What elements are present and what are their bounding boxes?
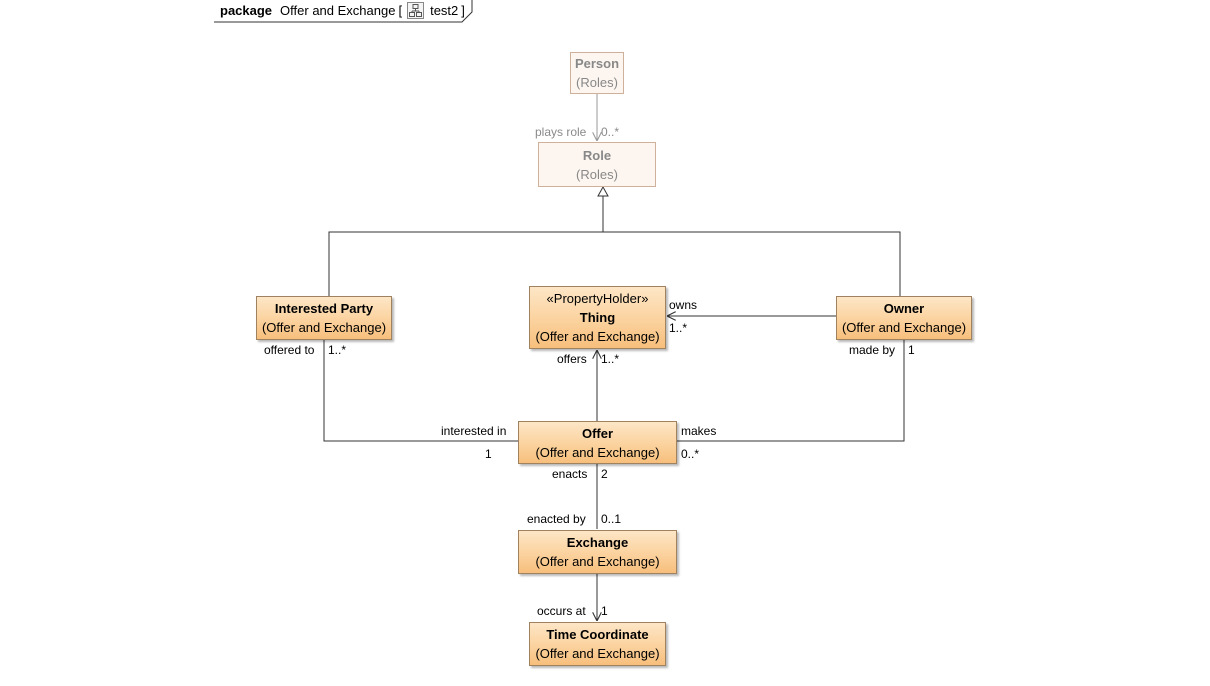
class-name: Role bbox=[582, 147, 612, 163]
class-owner[interactable]: Owner (Offer and Exchange) bbox=[836, 296, 972, 340]
class-package: (Roles) bbox=[576, 166, 618, 182]
class-name: Thing bbox=[579, 310, 616, 325]
class-package: (Offer and Exchange) bbox=[535, 646, 660, 661]
label-offers-mult: 1..* bbox=[601, 352, 620, 366]
class-offer[interactable]: Offer (Offer and Exchange) bbox=[518, 421, 677, 464]
label-offered-to-mult: 1..* bbox=[328, 343, 347, 357]
label-offers: offers bbox=[557, 352, 587, 366]
class-stereotype: «PropertyHolder» bbox=[546, 291, 649, 306]
class-name: Interested Party bbox=[274, 301, 374, 316]
class-interested-party[interactable]: Interested Party (Offer and Exchange) bbox=[256, 296, 392, 340]
class-package: (Roles) bbox=[576, 75, 618, 90]
class-role[interactable]: Role (Roles) bbox=[538, 142, 656, 187]
frame-open-bracket: [ bbox=[398, 3, 403, 18]
class-time-coordinate[interactable]: Time Coordinate (Offer and Exchange) bbox=[529, 622, 666, 666]
class-package: (Offer and Exchange) bbox=[535, 444, 660, 460]
label-made-by-mult: 1 bbox=[908, 343, 915, 357]
class-thing[interactable]: «PropertyHolder» Thing (Offer and Exchan… bbox=[529, 286, 666, 349]
class-person[interactable]: Person (Roles) bbox=[570, 52, 624, 94]
class-exchange[interactable]: Exchange (Offer and Exchange) bbox=[518, 530, 677, 574]
label-occurs-at-mult: 1 bbox=[601, 604, 608, 618]
class-package: (Offer and Exchange) bbox=[841, 320, 967, 335]
label-occurs-at: occurs at bbox=[537, 604, 586, 618]
label-enacted-by: enacted by bbox=[527, 512, 586, 526]
class-package: (Offer and Exchange) bbox=[535, 329, 660, 344]
label-interested-in-mult: 1 bbox=[485, 447, 492, 461]
label-enacted-by-mult: 0..1 bbox=[601, 512, 622, 526]
label-owns-mult: 1..* bbox=[669, 321, 688, 335]
frame-tab-outline bbox=[214, 0, 473, 23]
class-diagram-icon bbox=[407, 2, 425, 19]
frame-diagram-name: test2 bbox=[430, 3, 459, 18]
makes-association[interactable] bbox=[677, 340, 905, 442]
role-generalization[interactable] bbox=[328, 185, 901, 296]
label-offered-to: offered to bbox=[264, 343, 315, 357]
label-made-by: made by bbox=[849, 343, 896, 357]
class-name: Person bbox=[574, 56, 620, 71]
label-plays-role: plays role bbox=[535, 125, 587, 139]
class-name: Offer bbox=[581, 425, 614, 441]
interested-in-association[interactable] bbox=[323, 340, 518, 442]
class-name: Time Coordinate bbox=[546, 627, 649, 642]
diagram-frame-header: package Offer and Exchange [ test2 ] bbox=[220, 2, 465, 19]
class-package: (Offer and Exchange) bbox=[261, 320, 387, 335]
frame-keyword: package bbox=[220, 3, 273, 18]
label-enacts: enacts bbox=[552, 467, 588, 481]
frame-package-name: Offer and Exchange bbox=[280, 3, 396, 18]
class-name: Exchange bbox=[566, 535, 629, 550]
label-enacts-mult: 2 bbox=[601, 467, 608, 481]
class-package: (Offer and Exchange) bbox=[535, 554, 660, 569]
label-makes: makes bbox=[681, 424, 717, 438]
frame-close-bracket: ] bbox=[461, 3, 465, 18]
label-owns: owns bbox=[669, 298, 698, 312]
label-plays-role-mult: 0..* bbox=[601, 125, 620, 139]
class-name: Owner bbox=[883, 301, 925, 316]
label-interested-in: interested in bbox=[441, 424, 507, 438]
label-makes-mult: 0..* bbox=[681, 447, 700, 461]
